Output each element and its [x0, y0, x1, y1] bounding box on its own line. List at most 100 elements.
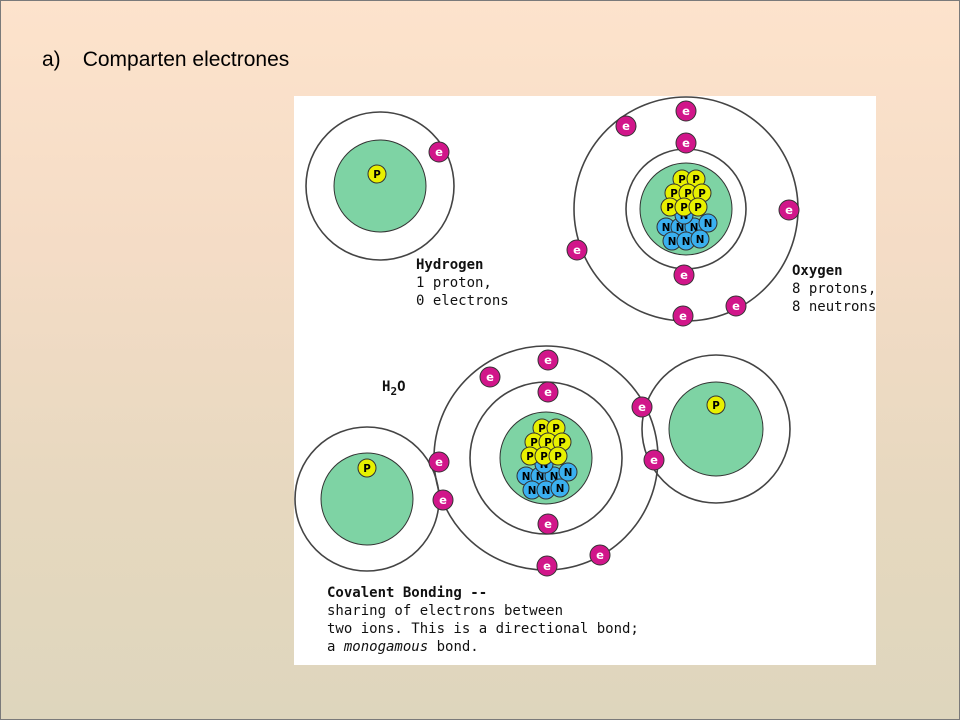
- water-o-neutron-0-label: N: [522, 471, 531, 483]
- water-o-proton-0-label: P: [538, 423, 546, 435]
- oxygen-neutron-0-label: N: [662, 222, 671, 234]
- water-o-neutron-3-label: N: [564, 467, 573, 479]
- oxygen-e-outer-bottom-label: e: [679, 309, 687, 323]
- oxygen-neutron-4-label: N: [668, 236, 677, 248]
- hydrogen-line2: 0 electrons: [416, 293, 509, 309]
- oxygen-e-inner-bottom: [673, 264, 695, 286]
- atom-diagram-svg: PeNNNNNNNNPPPPPPPPeeeeeeeePPNNNNNNNNPPPP…: [294, 96, 800, 577]
- water-e-outer-topleft: [479, 366, 501, 388]
- water-e-shared-right-1-label: e: [638, 400, 646, 414]
- oxygen-proton-6-label: P: [680, 202, 688, 214]
- water-e-outer-topleft-label: e: [486, 370, 494, 384]
- oxygen-neutron-6: [690, 229, 710, 249]
- oxygen-proton-4-label: P: [698, 188, 706, 200]
- water-h-right-proton-label: P: [712, 400, 720, 412]
- hydrogen-proton: [367, 164, 387, 184]
- oxygen-title: Oxygen: [792, 263, 843, 279]
- water-h-right-proton: [706, 395, 726, 415]
- water-e-shared-right-2-label: e: [650, 453, 658, 467]
- oxygen-e-outer-left-label: e: [573, 243, 581, 257]
- hydrogen-proton-label: P: [373, 169, 381, 181]
- oxygen-neutron-5-label: N: [682, 236, 691, 248]
- covalent-line1: sharing of electrons between: [327, 603, 564, 619]
- oxygen-proton-2-label: P: [670, 188, 678, 200]
- bullet-marker: a): [42, 48, 61, 71]
- covalent-title: Covalent Bonding --: [327, 585, 488, 601]
- oxygen-line2: 8 neutrons: [792, 299, 877, 315]
- bullet-line: a) Comparten electrones: [42, 48, 289, 72]
- water-e-inner-bottom: [537, 513, 559, 535]
- oxygen-e-outer-bottomright-label: e: [732, 299, 740, 313]
- oxygen-e-outer-top: [675, 100, 697, 122]
- water-e-outer-top: [537, 349, 559, 371]
- oxygen-proton-1-label: P: [692, 174, 700, 186]
- water-e-outer-bottom: [536, 555, 558, 577]
- water-subscript: 2: [390, 385, 398, 398]
- oxygen-neutron-1-label: N: [676, 222, 685, 234]
- water-e-shared-right-2: [643, 449, 665, 471]
- water-e-shared-left-2: [432, 489, 454, 511]
- oxygen-neutron-2-label: N: [690, 222, 699, 234]
- water-e-inner-top: [537, 381, 559, 403]
- oxygen-e-outer-left: [566, 239, 588, 261]
- water-o-proton-3-label: P: [544, 437, 552, 449]
- covalent-line3-italic: monogamous: [343, 639, 429, 655]
- hydrogen-caption: Hydrogen 1 proton, 0 electrons: [416, 256, 509, 310]
- oxygen-proton-5-label: P: [666, 202, 674, 214]
- water-e-shared-left-2-label: e: [439, 493, 447, 507]
- oxygen-e-inner-top: [675, 132, 697, 154]
- hydrogen-line1: 1 proton,: [416, 275, 492, 291]
- water-o-proton-7-label: P: [554, 451, 562, 463]
- oxygen-e-inner-bottom-label: e: [680, 268, 688, 282]
- oxygen-e-outer-right: [778, 199, 800, 221]
- water-h: H: [382, 379, 391, 395]
- water-o-neutron-6: [550, 478, 570, 498]
- oxygen-proton-7-label: P: [694, 202, 702, 214]
- covalent-line3-pre: a: [327, 639, 344, 655]
- atom-diagram-panel: PeNNNNNNNNPPPPPPPPeeeeeeeePPNNNNNNNNPPPP…: [294, 96, 876, 665]
- oxygen-e-outer-bottomright: [725, 295, 747, 317]
- water-e-outer-bottomright: [589, 544, 611, 566]
- hydrogen-electron: [428, 141, 450, 163]
- water-o-neutron-4-label: N: [528, 485, 537, 497]
- water-h-left-nucleus: [320, 452, 414, 546]
- covalent-line2: two ions. This is a directional bond;: [327, 621, 639, 637]
- hydrogen-nucleus: [333, 139, 427, 233]
- water-h-left-proton: [357, 458, 377, 478]
- water-e-outer-top-label: e: [544, 353, 552, 367]
- oxygen-proton-7: [688, 197, 708, 217]
- water-o-neutron-2-label: N: [550, 471, 559, 483]
- water-e-shared-left-1-label: e: [435, 455, 443, 469]
- water-o: O: [397, 379, 406, 395]
- water-o-proton-7: [548, 446, 568, 466]
- oxygen-neutron-6-label: N: [696, 234, 705, 246]
- oxygen-neutron-3: [698, 213, 718, 233]
- hydrogen-orbit: [305, 111, 455, 261]
- water-e-inner-top-label: e: [544, 385, 552, 399]
- hydrogen-electron-label: e: [435, 145, 443, 159]
- water-e-outer-bottomright-label: e: [596, 548, 604, 562]
- water-h-right-orbit: [641, 354, 791, 504]
- water-formula: H2O: [382, 378, 406, 398]
- water-o-neutron-1-label: N: [536, 471, 545, 483]
- covalent-line3-post: bond.: [428, 639, 479, 655]
- oxygen-e-inner-top-label: e: [682, 136, 690, 150]
- water-o-proton-1-label: P: [552, 423, 560, 435]
- oxygen-e-outer-bottom: [672, 305, 694, 327]
- water-o-proton-5-label: P: [526, 451, 534, 463]
- water-h-left-proton-label: P: [363, 463, 371, 475]
- water-e-outer-bottom-label: e: [543, 559, 551, 573]
- water-e-shared-right-1: [631, 396, 653, 418]
- water-o-proton-2-label: P: [530, 437, 538, 449]
- water-o-neutron-5-label: N: [542, 485, 551, 497]
- water-o-neutron-6-label: N: [556, 483, 565, 495]
- water-o-neutron-3: [558, 462, 578, 482]
- oxygen-neutron-3-label: N: [704, 218, 713, 230]
- oxygen-caption: Oxygen 8 protons, 8 neutrons: [792, 262, 876, 316]
- water-e-shared-left-1: [428, 451, 450, 473]
- oxygen-e-outer-topleft: [615, 115, 637, 137]
- water-o-proton-6-label: P: [540, 451, 548, 463]
- bullet-text: Comparten electrones: [82, 48, 290, 71]
- oxygen-proton-3-label: P: [684, 188, 692, 200]
- covalent-caption: Covalent Bonding -- sharing of electrons…: [327, 584, 639, 656]
